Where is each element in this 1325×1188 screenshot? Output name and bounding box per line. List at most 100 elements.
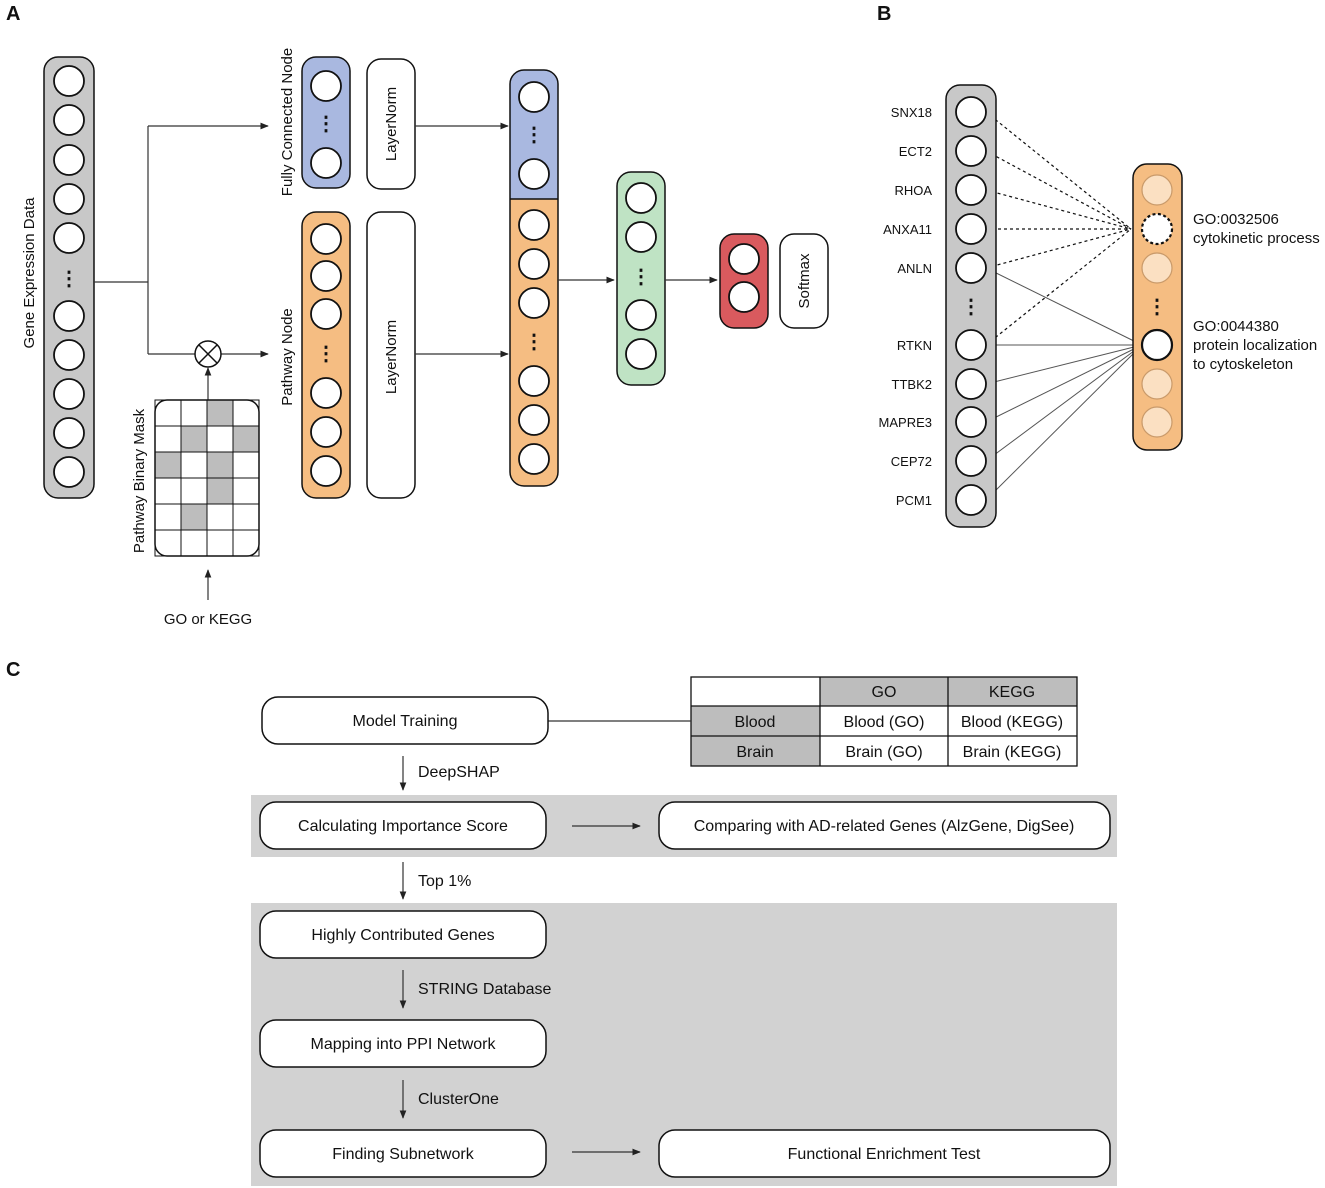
pathway-node-2 xyxy=(310,260,342,292)
output-node-2 xyxy=(728,281,760,313)
table-cell-brain-kegg: Brain (KEGG) xyxy=(963,744,1062,761)
gene-node-3 xyxy=(53,144,85,176)
fc-node-2 xyxy=(310,147,342,179)
solid-edge xyxy=(985,344,1143,501)
go-term-1-annotation: GO:0032506 cytokinetic process xyxy=(1193,211,1320,247)
softmax-label: Softmax xyxy=(796,253,813,309)
highly-contributed-box xyxy=(259,910,547,959)
panel-c-letter: C xyxy=(6,659,20,681)
go-node-faded-1 xyxy=(1141,174,1173,206)
layernorm-top-box xyxy=(366,58,416,190)
mask-cell xyxy=(154,451,182,479)
mask-cell xyxy=(206,503,234,531)
pathway-node-5 xyxy=(310,416,342,448)
gene-input-node-ttbk2 xyxy=(955,368,987,400)
concat-node-1 xyxy=(518,81,550,113)
mask-cell xyxy=(206,425,234,453)
go-term-2-desc-line2: to cytoskeleton xyxy=(1193,356,1293,373)
mask-cell xyxy=(154,529,182,557)
finding-subnetwork-box xyxy=(259,1129,547,1178)
enrichment-test-box xyxy=(658,1129,1111,1178)
gene-input-ellipsis: ⋮ xyxy=(961,296,981,318)
panel-a-letter: A xyxy=(6,3,20,25)
gene-label-anln: ANLN xyxy=(897,261,932,276)
fc-ellipsis: ⋮ xyxy=(316,113,336,135)
mask-cell xyxy=(206,477,234,505)
gene-node-8 xyxy=(53,378,85,410)
concat-ellipsis-bottom: ⋮ xyxy=(524,331,544,353)
layernorm-bottom-label: LayerNorm xyxy=(383,320,400,394)
gene-label-ect2: ECT2 xyxy=(899,144,932,159)
table-cell-blood-kegg: Blood (KEGG) xyxy=(961,714,1063,731)
mask-cell xyxy=(232,425,260,453)
gene-expression-layer: ⋮ xyxy=(43,56,95,499)
mask-cell xyxy=(232,503,260,531)
string-database-label: STRING Database xyxy=(418,981,551,998)
importance-score-label: Calculating Importance Score xyxy=(298,818,508,835)
softmax-box xyxy=(779,233,829,329)
mask-cell xyxy=(154,503,182,531)
table-row-label-blood: Blood xyxy=(735,714,776,731)
gene-input-node-pcm1 xyxy=(955,484,987,516)
comparing-box xyxy=(658,801,1111,850)
branch-connectors xyxy=(94,122,269,600)
gene-node-9 xyxy=(53,417,85,449)
mask-cell xyxy=(180,529,208,557)
gene-label-anxa11: ANXA11 xyxy=(883,222,932,237)
table-cell-blood-go: Blood (GO) xyxy=(844,714,925,731)
go-term-2-id: GO:0044380 xyxy=(1193,318,1279,335)
layernorm-top-label: LayerNorm xyxy=(383,87,400,161)
table-header-go-cell xyxy=(820,677,948,706)
importance-score-box xyxy=(259,801,547,850)
mask-cell xyxy=(180,477,208,505)
concat-node-7 xyxy=(518,404,550,436)
go-node-faded-2 xyxy=(1141,252,1173,284)
layernorm-bottom-box xyxy=(366,211,416,499)
comparing-label: Comparing with AD-related Genes (AlzGene… xyxy=(694,818,1075,835)
go-term-2-annotation: GO:0044380 protein localization to cytos… xyxy=(1193,318,1317,373)
pathway-ellipsis: ⋮ xyxy=(316,343,336,365)
gene-label-cep72: CEP72 xyxy=(891,454,932,469)
table-row-label-brain: Brain xyxy=(736,744,773,761)
hidden-node-1 xyxy=(625,182,657,214)
gene-input-node-rtkn xyxy=(955,329,987,361)
go-node-faded-4 xyxy=(1141,406,1173,438)
go-node-faded-3 xyxy=(1141,368,1173,400)
pathway-node-6 xyxy=(310,455,342,487)
finding-subnetwork-label: Finding Subnetwork xyxy=(332,1146,474,1163)
gene-node-4 xyxy=(53,183,85,215)
top-percent-label: Top 1% xyxy=(418,873,471,890)
dashed-edge xyxy=(985,111,1132,230)
mask-cell xyxy=(180,503,208,531)
ppi-mapping-box xyxy=(259,1019,547,1068)
solid-edge xyxy=(985,344,1143,462)
pathway-node-4 xyxy=(310,377,342,409)
fully-connected-label: Fully Connected Node xyxy=(279,48,296,196)
mask-cell xyxy=(180,399,208,427)
hidden-node-4 xyxy=(625,338,657,370)
dashed-edge xyxy=(985,228,1132,346)
pathway-node-label: Pathway Node xyxy=(279,308,296,406)
table-header-kegg: KEGG xyxy=(989,684,1035,701)
hidden-node-2 xyxy=(625,221,657,253)
mask-cell xyxy=(154,425,182,453)
gene-label-rhoa: RHOA xyxy=(894,183,932,198)
concat-node-8 xyxy=(518,443,550,475)
dashed-edge xyxy=(985,150,1132,230)
hidden-ellipsis: ⋮ xyxy=(631,266,651,288)
go-term-1-desc: cytokinetic process xyxy=(1193,230,1320,247)
condition-table: GO KEGG Blood Blood (GO) Blood (KEGG) Br… xyxy=(690,676,1078,767)
ppi-mapping-label: Mapping into PPI Network xyxy=(311,1036,497,1053)
gene-node-2 xyxy=(53,104,85,136)
output-node-1 xyxy=(728,243,760,275)
go-or-kegg-label: GO or KEGG xyxy=(164,611,252,628)
gene-input-node-snx18 xyxy=(955,96,987,128)
gene-label-rtkn: RTKN xyxy=(897,338,932,353)
gene-node-5 xyxy=(53,222,85,254)
model-training-box xyxy=(261,696,549,745)
pathway-node-3 xyxy=(310,298,342,330)
clusterone-label: ClusterOne xyxy=(418,1091,499,1108)
gene-to-go-edges xyxy=(985,111,1143,501)
gene-input-node-ect2 xyxy=(955,135,987,167)
table-cell-brain-go: Brain (GO) xyxy=(845,744,922,761)
